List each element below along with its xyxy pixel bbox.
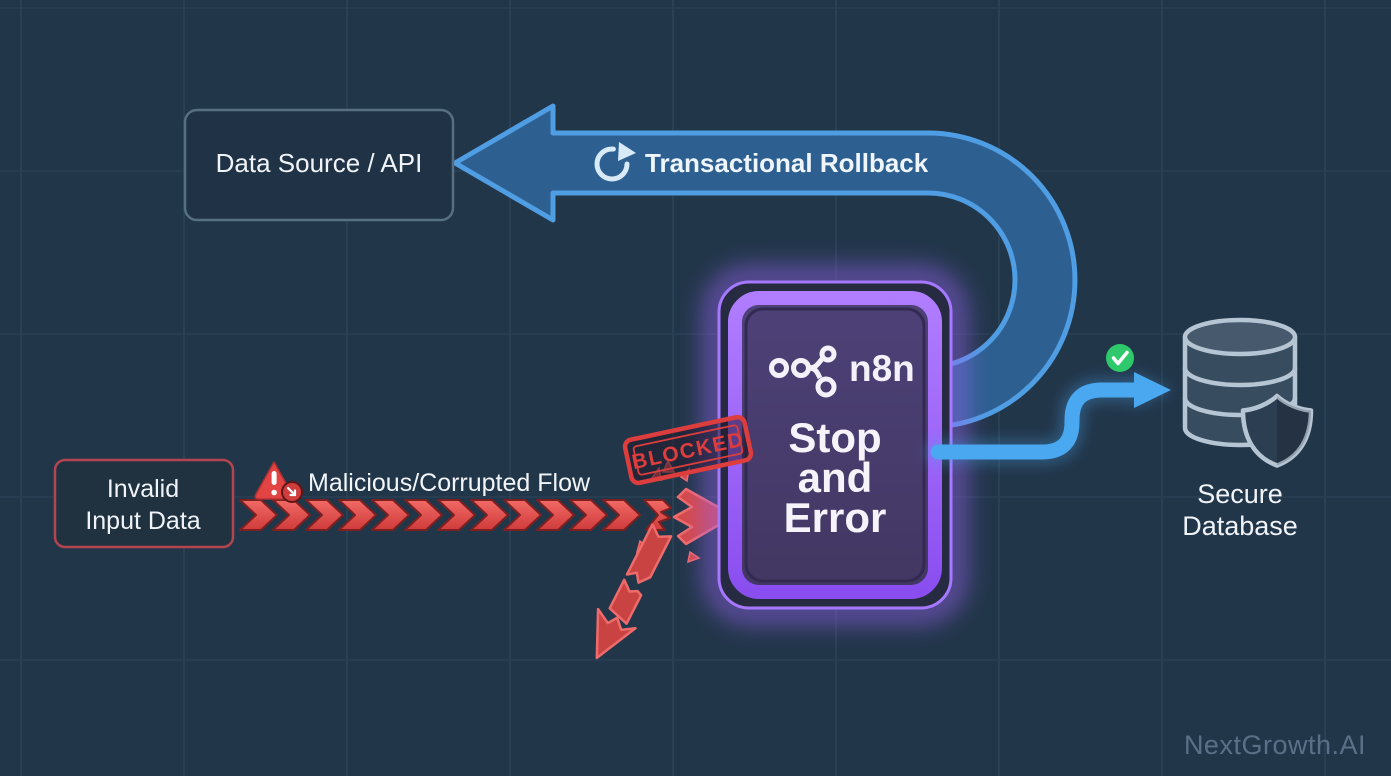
shield-icon [1240, 393, 1314, 468]
database-label-line2: Database [1182, 511, 1298, 541]
rollback-label: Transactional Rollback [645, 148, 929, 178]
secure-database: Secure Database [1182, 317, 1314, 541]
watermark: NextGrowth.AI [1184, 730, 1366, 760]
stop-error-line3: Error [784, 494, 887, 541]
invalid-input-label-line2: Input Data [85, 507, 200, 535]
data-source-label: Data Source / API [216, 148, 423, 178]
invalid-input-label-line1: Invalid [107, 475, 179, 503]
stop-error-line2: and [798, 454, 873, 501]
n8n-logo-icon [769, 345, 837, 398]
warning-icon [254, 461, 303, 503]
blocked-stamp: BLOCKED [622, 414, 754, 486]
deflected-arrow [595, 523, 673, 660]
database-label-line1: Secure [1197, 479, 1283, 509]
data-source-box: Data Source / API [183, 108, 455, 222]
check-icon [1106, 344, 1134, 372]
success-arrow [925, 344, 1173, 465]
stop-error-line1: Stop [788, 414, 881, 461]
malicious-flow-label: Malicious/Corrupted Flow [308, 469, 591, 497]
n8n-node: n8n Stop and Error [701, 264, 969, 626]
n8n-brand: n8n [849, 348, 915, 389]
refresh-icon [594, 142, 636, 182]
invalid-input-box: Invalid Input Data [53, 458, 235, 549]
red-flow-arrow: Malicious/Corrupted Flow [239, 459, 736, 660]
broken-chevron [643, 499, 672, 531]
